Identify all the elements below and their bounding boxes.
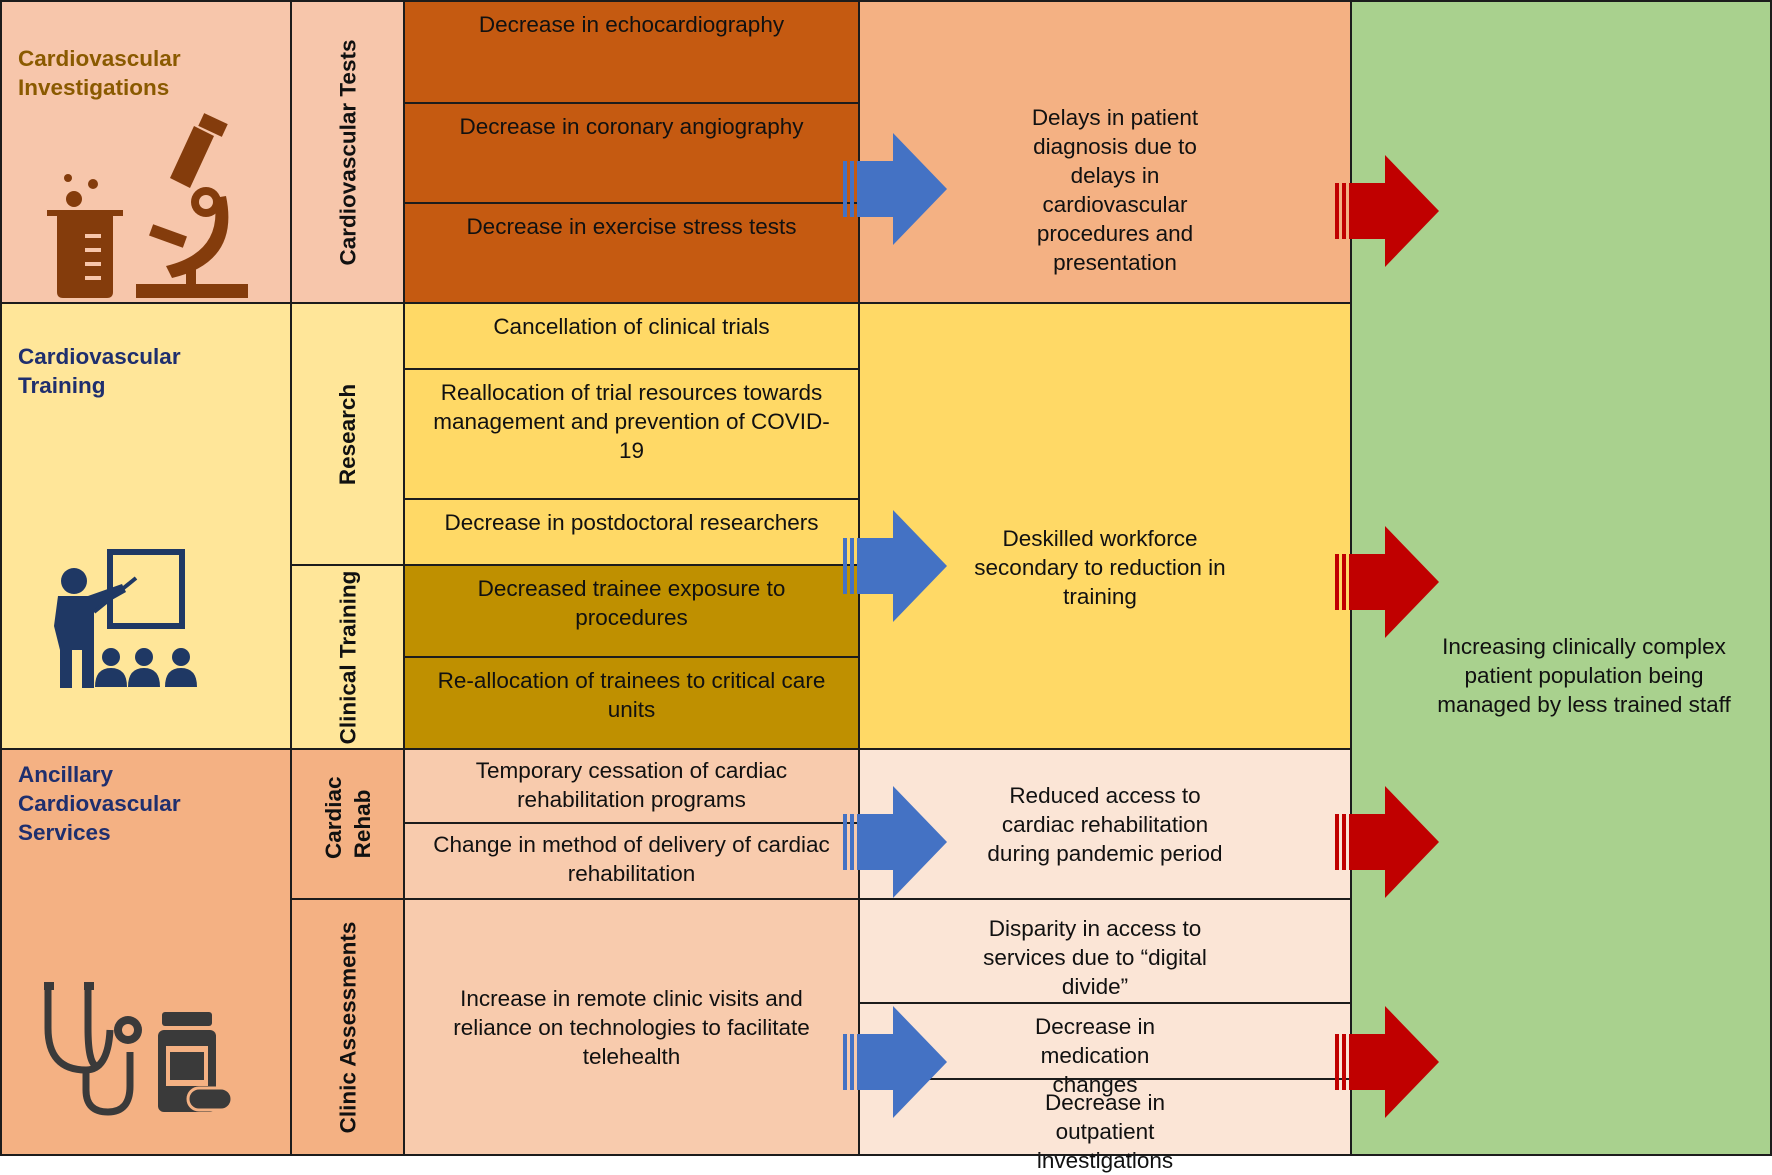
impact-remote-visits-cell (403, 898, 860, 1156)
impact-rehab-cessation: Temporary cessation of cardiac rehabilit… (475, 758, 788, 812)
impact-trainee-realloc: Re-allocation of trainees to critical ca… (437, 668, 826, 722)
impact-stress: Decrease in exercise stress tests (466, 214, 797, 239)
stethoscope-medication-icon (44, 982, 234, 1116)
category-clinic-assessments-cell (290, 898, 405, 1156)
impact-echo-cell (403, 0, 860, 104)
investigations-section (0, 0, 292, 304)
category-research-cell (290, 302, 405, 566)
impact-postdoc: Decrease in postdoctoral researchers (444, 510, 819, 535)
blue-arrow-clinic (843, 1006, 947, 1118)
impact-trials-cancel: Cancellation of clinical trials (493, 314, 770, 339)
impact-trainee-exposure-cell (403, 564, 860, 658)
impact-angio-cell (403, 102, 860, 204)
impact-angio: Decrease in coronary angiography (459, 114, 804, 139)
section-title-investigations: Cardiovascular Investigations (18, 46, 181, 100)
outcome-text: Increasing clinically complex patient po… (1437, 633, 1731, 717)
consequence-digital-divide: Disparity in access to services due to “… (983, 916, 1207, 999)
impact-trainee-exposure: Decreased trainee exposure to procedures (477, 576, 786, 630)
consequence-deskilled-cell (858, 302, 1352, 750)
section-title-ancillary: Ancillary Cardiovascular Services (18, 762, 181, 845)
impact-rehab-cessation-cell (403, 748, 860, 824)
impact-trials-realloc: Reallocation of trial resources towards … (433, 380, 830, 463)
consequence-deskilled: Deskilled workforce secondary to reducti… (974, 525, 1226, 609)
red-arrow-clinic (1335, 1006, 1439, 1118)
impact-remote-visits: Increase in remote clinic visits and rel… (453, 985, 810, 1069)
blue-arrow-training (843, 510, 947, 622)
category-clinical-training-cell (290, 564, 405, 750)
consequence-rehab-access: Reduced access to cardiac rehabilitation… (987, 782, 1223, 866)
red-arrow-training (1335, 526, 1439, 638)
impact-trials-cancel-cell (403, 302, 860, 370)
red-arrow-investigations (1335, 155, 1439, 267)
teacher-presentation-icon (54, 549, 197, 688)
category-cardiac-rehab-cell (290, 748, 405, 900)
impact-rehab-delivery: Change in method of delivery of cardiac … (433, 832, 830, 886)
consequence-diagnosis: Delays in patient diagnosis due to delay… (1031, 105, 1199, 275)
impact-echo: Decrease in echocardiography (478, 12, 785, 37)
consequence-diagnosis-cell (858, 0, 1352, 304)
blue-arrow-rehab (843, 786, 947, 898)
lab-microscope-icon (47, 113, 248, 298)
consequence-outpatient-cell (858, 1078, 1352, 1156)
section-title-training: Cardiovascular Training (18, 344, 181, 398)
blue-arrow-investigations (843, 133, 947, 245)
impact-trials-realloc-cell (403, 368, 860, 500)
red-arrow-rehab (1335, 786, 1439, 898)
ancillary-section (0, 748, 292, 1156)
impact-rehab-delivery-cell (403, 822, 860, 900)
